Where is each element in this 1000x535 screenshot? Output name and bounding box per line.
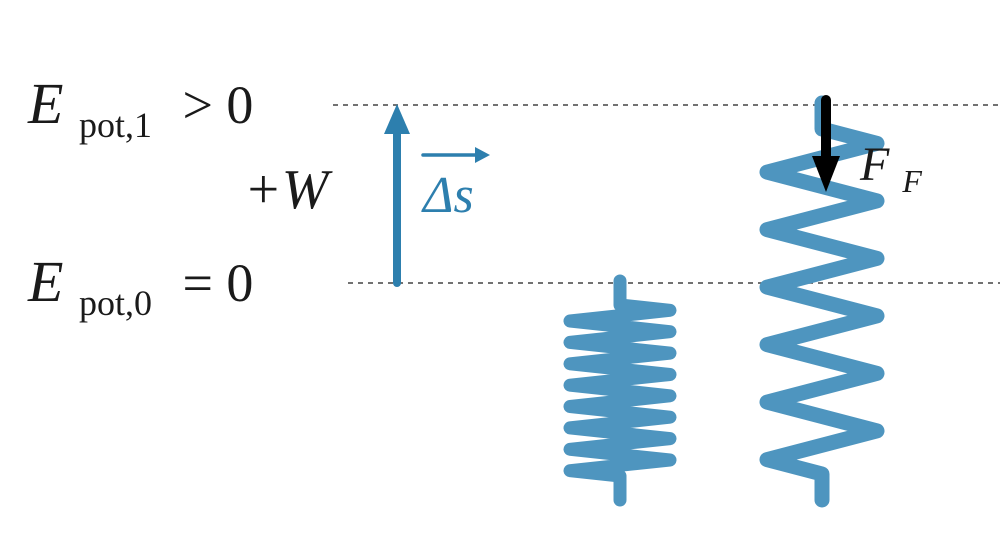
force-subscript: F — [901, 163, 922, 199]
vector-overline-arrowhead — [475, 147, 490, 163]
lower-energy-subscript: pot,0 — [79, 283, 152, 323]
lower-energy-relation: = 0 — [182, 253, 253, 313]
displacement-arrow-head — [384, 104, 410, 134]
upper-energy-subscript: pot,1 — [79, 105, 152, 145]
displacement-arrow — [384, 104, 410, 287]
force-symbol: F — [859, 138, 890, 191]
displacement-vector-label: Δs — [421, 147, 490, 224]
upper-energy-label: E pot,1 > 0 — [27, 71, 253, 150]
lower-energy-label: E pot,0 = 0 — [27, 249, 253, 328]
upper-energy-symbol: E — [27, 71, 63, 136]
work-label: +W — [244, 159, 333, 221]
displacement-label-text: Δs — [421, 167, 474, 224]
force-arrow — [812, 95, 840, 192]
lower-energy-symbol: E — [27, 249, 63, 314]
force-label: F F — [859, 138, 922, 199]
upper-energy-relation: > 0 — [182, 75, 253, 135]
compressed-spring — [563, 274, 677, 507]
force-arrow-head — [812, 156, 840, 192]
